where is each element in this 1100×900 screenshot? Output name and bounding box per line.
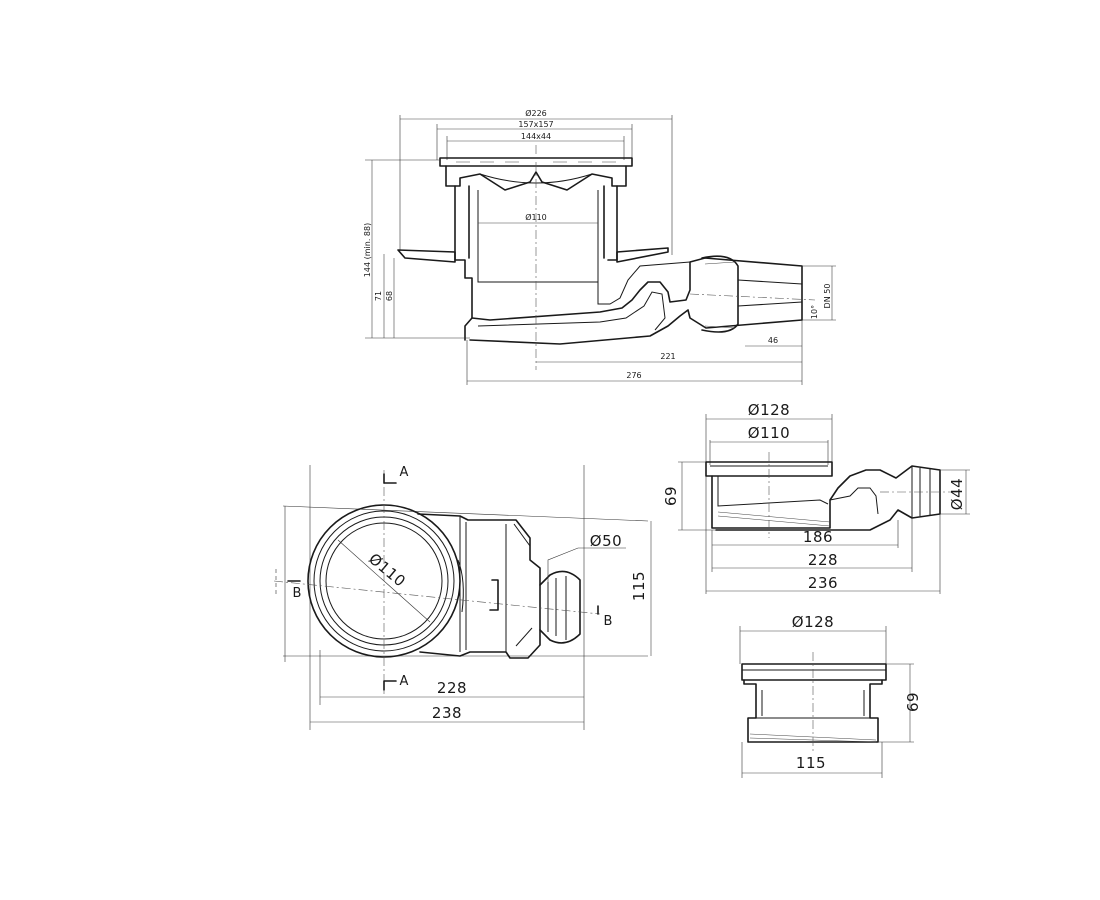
dim-len-46: 46 (768, 336, 778, 345)
front-width-115: 115 (796, 754, 826, 772)
dim-grate-outer: 157x157 (518, 120, 553, 129)
dim-len-221: 221 (660, 352, 675, 361)
front-d-128: Ø128 (792, 613, 834, 631)
section-b-right: B (604, 614, 613, 629)
dim-dn: DN 50 (823, 284, 832, 309)
dim-height-68: 68 (385, 291, 394, 301)
plan-view-trap: Ø110 Ø50 A A B B 228 238 115 (273, 465, 652, 730)
side-view-trap: Ø128 Ø110 69 Ø44 186 228 236 (662, 401, 970, 594)
side-len-186: 186 (803, 528, 833, 546)
dim-len-276: 276 (626, 371, 641, 380)
section-a-top: A (400, 465, 409, 480)
plan-height-115: 115 (630, 571, 648, 601)
plan-width-238: 238 (432, 704, 462, 722)
side-d-110: Ø110 (748, 424, 790, 442)
side-height-69: 69 (662, 486, 680, 506)
side-d-128: Ø128 (748, 401, 790, 419)
front-view-trap: Ø128 69 115 (739, 613, 922, 778)
front-height-69: 69 (904, 692, 922, 712)
section-b-left: B (293, 586, 302, 601)
section-a-bottom: A (400, 674, 409, 689)
dim-height-71: 71 (374, 291, 383, 301)
section-view-drain: Ø226 157x157 144x44 Ø110 (363, 108, 836, 385)
side-d-44: Ø44 (948, 478, 966, 510)
side-len-236: 236 (808, 574, 838, 592)
dim-slope: 10° (810, 305, 819, 319)
side-len-228: 228 (808, 551, 838, 569)
dim-height-total: 144 (min. 88) (363, 223, 372, 277)
plan-d-outlet: Ø50 (590, 532, 622, 550)
dim-grate-inner: 144x44 (521, 132, 551, 141)
plan-width-228: 228 (437, 679, 467, 697)
dim-d-outer: Ø226 (525, 108, 547, 118)
